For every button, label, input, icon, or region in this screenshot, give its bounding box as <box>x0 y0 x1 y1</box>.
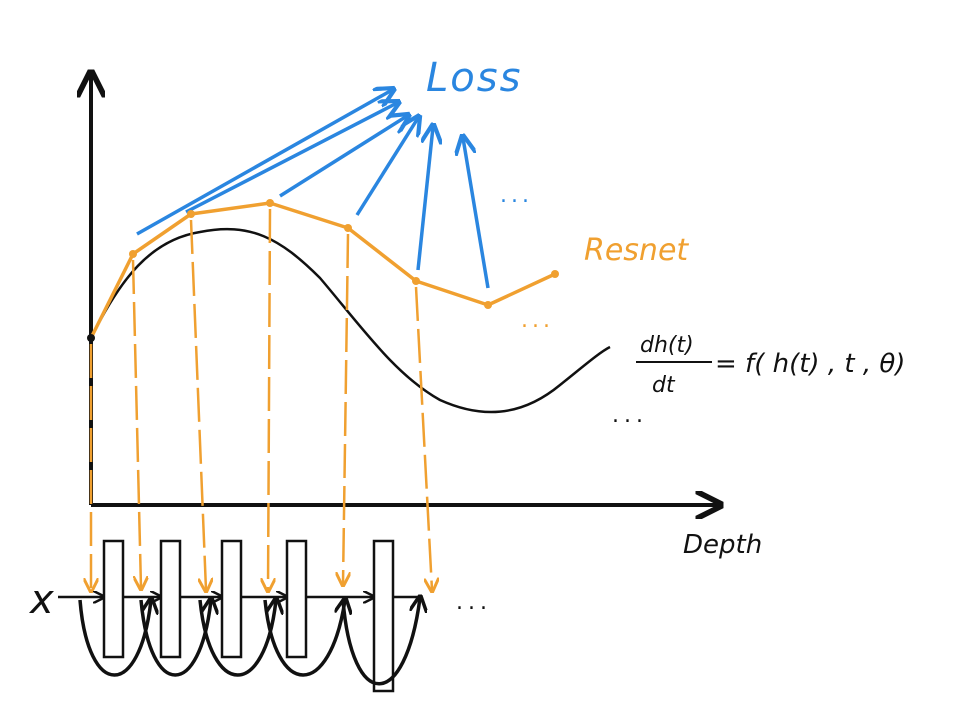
loss-arrow-3 <box>279 116 407 198</box>
loss-label: Loss <box>426 55 522 101</box>
equation-rhs: = f( h(t) , t , θ) <box>715 349 905 379</box>
resnet-label: Resnet <box>584 233 689 268</box>
resnet-point <box>187 210 195 218</box>
residual-block-2 <box>159 539 182 659</box>
input-x-label: x <box>28 577 54 623</box>
dashed-drop-lines <box>91 208 432 590</box>
x-axis-label: Depth <box>683 530 762 560</box>
resnet-polyline <box>89 201 556 339</box>
resnet-point <box>484 301 492 309</box>
residual-block-3 <box>220 539 243 659</box>
resnet-points <box>87 199 559 342</box>
loss-arrow-1 <box>136 90 392 236</box>
skip-connection-5 <box>341 598 420 686</box>
dashed-drop-line-6 <box>414 286 432 590</box>
equation-numerator: dh(t) <box>640 333 694 358</box>
resnet-point <box>129 250 137 258</box>
dashed-drop-line-5 <box>343 233 348 584</box>
residual-chain <box>58 539 420 693</box>
resnet-point <box>344 224 352 232</box>
dashed-drop-line-4 <box>268 208 270 590</box>
equation-denominator: dt <box>652 373 676 398</box>
resnet-ellipsis: ... <box>521 308 554 333</box>
residual-block-1 <box>102 539 125 659</box>
loss-arrow-5 <box>416 127 433 271</box>
resnet-point <box>266 199 274 207</box>
residual-block-4 <box>285 539 308 659</box>
dashed-drop-line-3 <box>189 219 206 590</box>
residual-block-5 <box>372 539 395 693</box>
resnet-point <box>412 277 420 285</box>
ode-curve <box>90 227 611 414</box>
loss-arrow-6 <box>463 138 490 289</box>
dashed-drop-line-2 <box>131 259 141 588</box>
skip-connection-4 <box>263 600 345 677</box>
resnet-point <box>87 334 95 342</box>
resnet-point <box>551 270 559 278</box>
curve-ellipsis: ... <box>612 403 648 428</box>
loss-arrow-2 <box>185 103 397 214</box>
blocks-ellipsis: ... <box>456 590 492 615</box>
loss-arrow-4 <box>355 118 418 216</box>
loss-ellipsis: ... <box>500 183 533 208</box>
loss-arrows <box>136 90 490 289</box>
